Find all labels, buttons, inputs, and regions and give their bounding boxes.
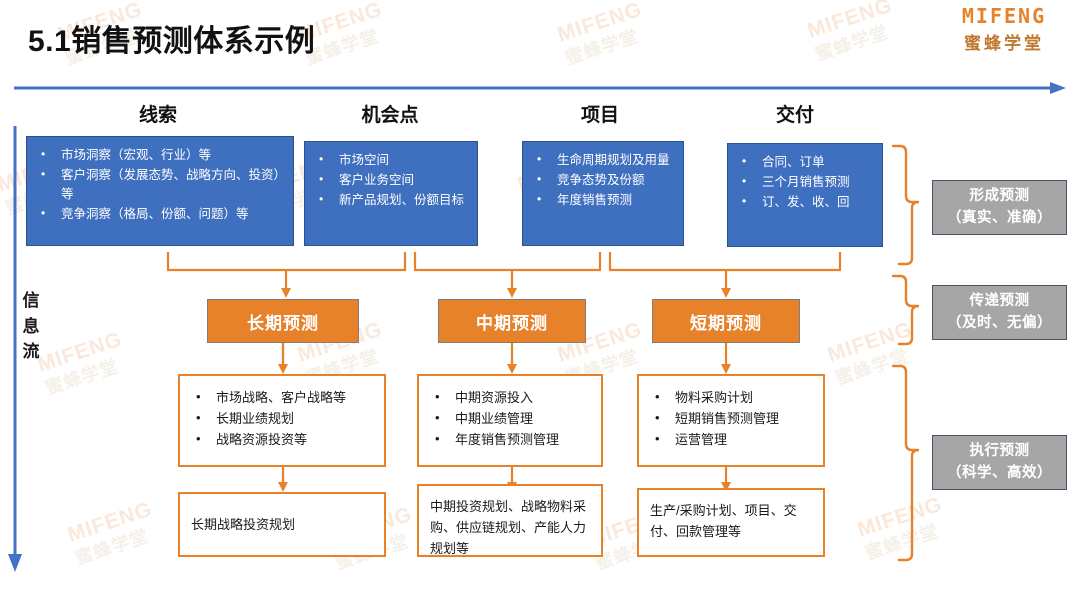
list-item: 新产品规划、份额目标 [311,190,469,210]
detail-box-long-term[interactable]: 市场战略、客户战略等 长期业绩规划 战略资源投资等 [178,374,386,467]
list-item: 物料采购计划 [645,386,815,408]
phase-box-transmit-forecast[interactable]: 传递预测 （及时、无偏） [932,285,1067,340]
list-item: 年度销售预测 [529,190,675,210]
phase-line-1: 形成预测 [969,188,1030,205]
list-item: 中期资源投入 [425,386,593,408]
column-header-leads: 线索 [138,105,177,126]
logo-subtitle: 蜜蜂学堂 [964,34,1044,53]
list-item: 订、发、收、回 [734,192,874,212]
column-header-opportunity: 机会点 [361,105,419,126]
forecast-box-short-term[interactable]: 短期预测 [652,299,800,343]
list-item: 战略资源投资等 [186,428,376,450]
stage-box-project[interactable]: 生命周期规划及用量 竞争态势及份额 年度销售预测 [522,141,684,246]
phase-box-form-forecast[interactable]: 形成预测 （真实、准确） [932,180,1067,235]
list-item: 三个月销售预测 [734,172,874,192]
list-item: 市场洞察（宏观、行业）等 [33,145,285,165]
list-item: 合同、订单 [734,152,874,172]
list-item: 市场空间 [311,150,469,170]
list-item: 竞争态势及份额 [529,170,675,190]
list-item: 客户洞察（发展态势、战略方向、投资）等 [33,165,285,204]
list-item: 客户业务空间 [311,170,469,190]
stage-box-leads[interactable]: 市场洞察（宏观、行业）等 客户洞察（发展态势、战略方向、投资）等 竞争洞察（格局… [26,136,294,246]
bracket-mid-term [413,252,602,272]
stage-box-delivery[interactable]: 合同、订单 三个月销售预测 订、发、收、回 [727,143,883,247]
list-item: 竞争洞察（格局、份额、问题）等 [33,204,285,224]
outcome-box-mid-term[interactable]: 中期投资规划、战略物料采购、供应链规划、产能人力规划等 [417,484,603,557]
list-item: 运营管理 [645,428,815,450]
phase-box-execute-forecast[interactable]: 执行预测 （科学、高效） [932,435,1067,490]
process-flow-arrow-icon [14,82,1066,94]
phase-line-1: 执行预测 [969,443,1030,460]
outcome-box-long-term[interactable]: 长期战略投资规划 [178,492,386,557]
page-title: 5.1销售预测体系示例 [28,25,316,58]
logo: MIFENG 蜜蜂学堂 [942,6,1066,54]
outcome-box-short-term[interactable]: 生产/采购计划、项目、交付、回款管理等 [637,488,825,557]
detail-box-short-term[interactable]: 物料采购计划 短期销售预测管理 运营管理 [637,374,825,467]
information-flow-label: 信 息 流 [18,288,44,365]
bracket-phase-execute [891,364,920,562]
forecast-box-long-term[interactable]: 长期预测 [207,299,359,343]
list-item: 生命周期规划及用量 [529,150,675,170]
detail-box-mid-term[interactable]: 中期资源投入 中期业绩管理 年度销售预测管理 [417,374,603,467]
stage-box-opportunity[interactable]: 市场空间 客户业务空间 新产品规划、份额目标 [304,141,478,246]
flow-char-1: 信 [22,291,40,310]
phase-line-2: （真实、准确） [947,209,1052,226]
phase-line-2: （科学、高效） [947,464,1052,481]
list-item: 中期业绩管理 [425,407,593,429]
column-header-delivery: 交付 [775,105,814,126]
logo-wordmark: MIFENG [961,4,1047,28]
phase-line-1: 传递预测 [969,293,1030,310]
forecast-box-mid-term[interactable]: 中期预测 [438,299,586,343]
bracket-phase-form [891,144,920,266]
list-item: 短期销售预测管理 [645,407,815,429]
list-item: 长期业绩规划 [186,407,376,429]
flow-char-3: 流 [22,342,40,361]
list-item: 市场战略、客户战略等 [186,386,376,408]
list-item: 年度销售预测管理 [425,428,593,450]
bracket-long-term [166,252,407,272]
column-header-project: 项目 [580,105,619,126]
bracket-phase-transmit [891,274,920,346]
flow-char-2: 息 [22,316,40,336]
information-flow-arrow-icon [8,126,22,572]
phase-line-2: （及时、无偏） [947,314,1052,331]
bracket-short-term [608,252,842,272]
